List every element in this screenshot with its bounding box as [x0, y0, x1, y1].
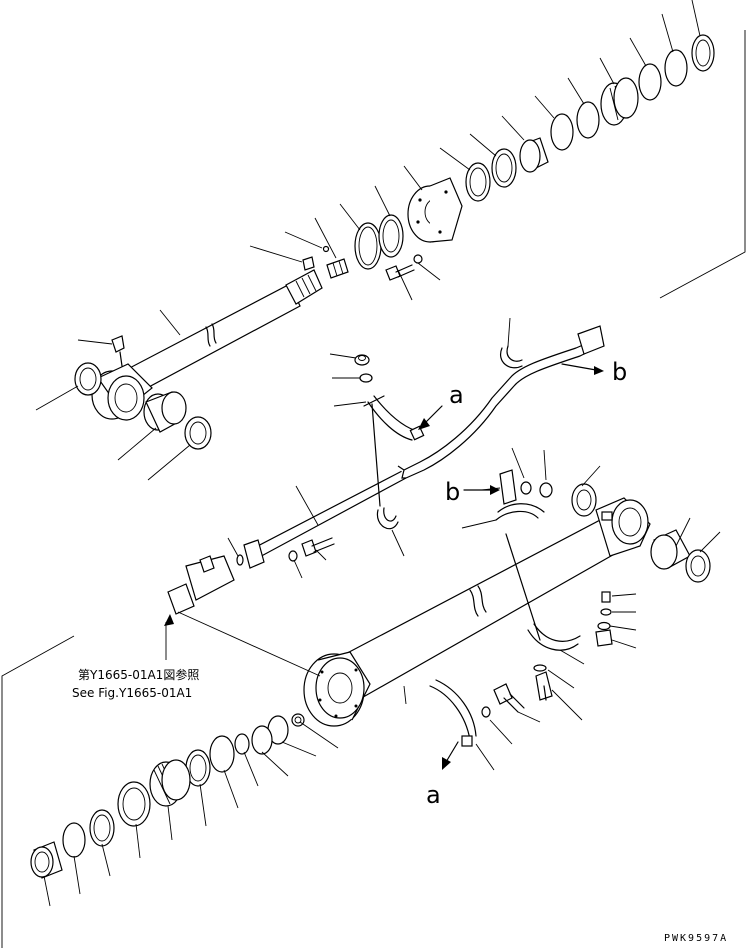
- upper-rod-assembly: [74, 30, 746, 450]
- drawing-code: PWK9597A: [664, 933, 728, 944]
- pipe-assembly: [236, 325, 605, 569]
- upper-leader-lines: [35, 0, 701, 481]
- callout-a-upper: a: [449, 381, 464, 409]
- lower-leader-lines: [43, 447, 721, 907]
- callout-b-lower: b: [445, 478, 460, 506]
- callout-b-upper: b: [612, 358, 627, 386]
- middle-leader-lines: [227, 317, 511, 579]
- reference-note-english: See Fig.Y1665-01A1: [72, 686, 192, 700]
- lower-tube-assembly: [1, 469, 711, 948]
- reference-note-japanese: 第Y1665-01A1図参照: [78, 667, 199, 682]
- callout-a-lower: a: [426, 781, 441, 809]
- callout-arrows: [418, 405, 500, 770]
